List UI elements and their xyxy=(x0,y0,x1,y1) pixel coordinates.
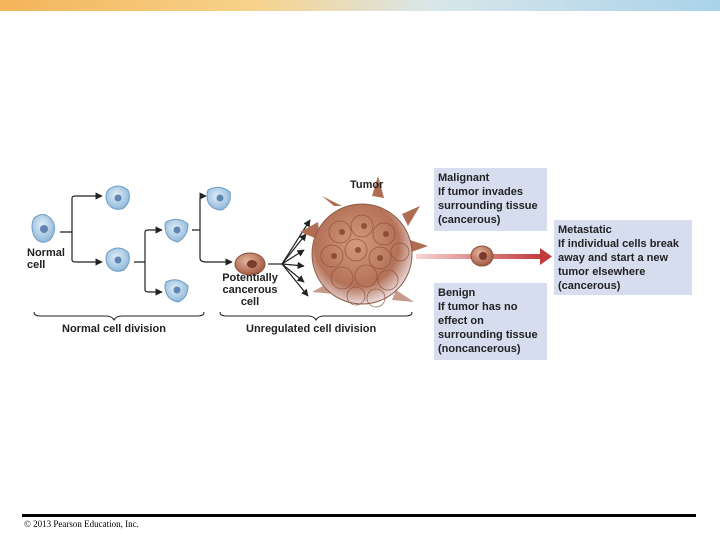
normal-cell-start xyxy=(31,214,56,243)
metastatic-box: Metastatic If individual cells break awa… xyxy=(554,220,692,295)
normal-cell-gen1-bottom xyxy=(105,247,130,272)
unregulated-division-arrows xyxy=(268,219,311,297)
normal-cell-gen2-b xyxy=(164,218,189,243)
copyright-text: © 2013 Pearson Education, Inc. xyxy=(24,519,139,529)
normal-cell-gen2-a xyxy=(206,186,231,211)
footer-rule xyxy=(22,514,696,517)
normal-cell-gen1-top xyxy=(105,185,130,210)
tumor-label: Tumor xyxy=(350,179,384,191)
normal-cell-gen2-c xyxy=(164,279,189,303)
unregulated-division-label: Unregulated cell division xyxy=(246,323,377,335)
normal-division-bracket xyxy=(33,311,205,322)
metastatic-tag: (cancerous) xyxy=(558,280,621,292)
benign-tag: (noncancerous) xyxy=(438,343,521,355)
normal-division-arrows xyxy=(60,192,233,296)
metastatic-title: Metastatic xyxy=(558,224,612,236)
top-gradient-bar xyxy=(0,0,720,11)
potentially-cancerous-cell xyxy=(234,252,266,276)
normal-cell-label: Normal cell xyxy=(27,247,65,271)
malignant-box: Malignant If tumor invades surrounding t… xyxy=(434,168,547,231)
metastasis-arrow xyxy=(416,245,552,267)
tumor-mass xyxy=(300,176,428,308)
normal-division-label: Normal cell division xyxy=(62,323,166,335)
unregulated-division-bracket xyxy=(219,311,413,322)
benign-title: Benign xyxy=(438,287,476,299)
malignant-tag: (cancerous) xyxy=(438,214,501,226)
malignant-title: Malignant xyxy=(438,172,490,184)
benign-box: Benign If tumor has no effect on surroun… xyxy=(434,283,547,360)
benign-text: If tumor has no effect on surrounding ti… xyxy=(438,301,538,341)
potentially-cancerous-label: Potentially cancerous cell xyxy=(222,272,278,308)
metastatic-text: If individual cells break away and start… xyxy=(558,238,680,278)
malignant-text: If tumor invades surrounding tissue xyxy=(438,186,538,212)
